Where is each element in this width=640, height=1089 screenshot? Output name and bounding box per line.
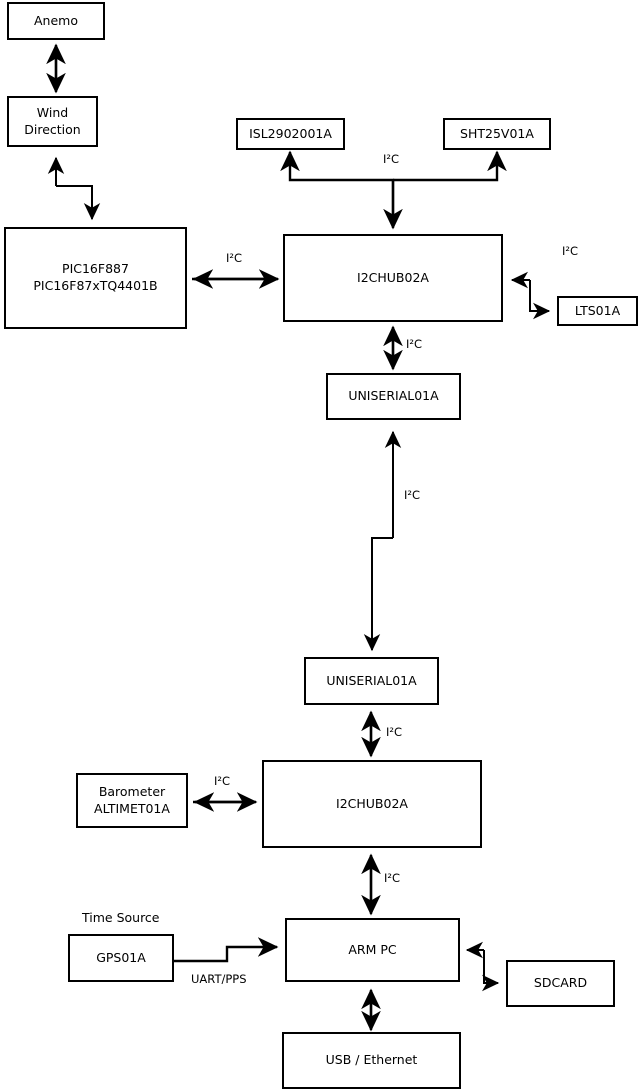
connector-hub-sensors [280,150,507,230]
node-sdcard[interactable]: SDCARD [506,960,615,1007]
node-arm-pc-label: ARM PC [348,941,397,957]
connector-uniserial-link [363,430,402,652]
edge-label-i2c-hub-lts: I²C [562,244,579,258]
edge-label-i2c-pic-hub: I²C [226,251,243,265]
edge-label-i2c-baro-hub2: I²C [214,774,231,788]
node-usb-ethernet-label: USB / Ethernet [325,1052,418,1068]
connector-gps-armpc [173,937,279,963]
node-gps01a[interactable]: GPS01A [68,934,174,982]
node-uniserial01a-top-label: UNISERIAL01A [348,388,439,404]
node-i2chub02a-top[interactable]: I2CHUB02A [283,234,503,322]
node-lts01a[interactable]: LTS01A [557,296,638,326]
connector-hub-lts [510,271,551,320]
node-barometer[interactable]: Barometer ALTIMET01A [76,773,188,828]
edge-label-i2c-hub-sensors: I²C [383,152,400,166]
node-sdcard-label: SDCARD [533,975,588,991]
node-gps01a-label: GPS01A [96,949,146,965]
edge-label-uart-gps-armpc: UART/PPS [191,972,247,986]
node-isl2902001a[interactable]: ISL2902001A [236,118,345,150]
node-lts01a-label: LTS01A [574,302,621,318]
node-uniserial01a-bottom[interactable]: UNISERIAL01A [304,657,439,705]
node-anemo-label: Anemo [34,12,78,28]
edge-label-i2c-hub2-armpc: I²C [384,871,401,885]
connector-wind-pic [47,156,101,221]
node-arm-pc[interactable]: ARM PC [285,918,460,982]
node-isl2902001a-label: ISL2902001A [249,125,332,141]
edge-label-i2c-uniserial-link: I²C [404,488,421,502]
node-pic-mcu-label: PIC16F887 PIC16F87xTQ4401B [33,261,158,293]
node-i2chub02a-bottom-label: I2CHUB02A [336,795,408,811]
node-anemo[interactable]: Anemo [7,2,105,40]
node-i2chub02a-top-label: I2CHUB02A [357,269,429,285]
node-uniserial01a-bottom-label: UNISERIAL01A [326,672,417,688]
node-i2chub02a-bottom[interactable]: I2CHUB02A [262,760,482,848]
node-wind-direction[interactable]: Wind Direction [7,96,98,147]
time-source-label: Time Source [82,910,160,925]
edge-label-i2c-hub-uniserial: I²C [406,337,423,351]
node-wind-direction-label: Wind Direction [24,104,81,137]
node-pic-mcu[interactable]: PIC16F887 PIC16F87xTQ4401B [4,227,187,329]
node-barometer-label: Barometer ALTIMET01A [94,783,170,816]
connector-armpc-sdcard [465,941,500,992]
node-usb-ethernet[interactable]: USB / Ethernet [282,1032,461,1089]
node-sht25v01a[interactable]: SHT25V01A [443,118,551,150]
node-sht25v01a-label: SHT25V01A [460,125,534,141]
edge-label-i2c-uniserial-hub2: I²C [386,725,403,739]
node-uniserial01a-top[interactable]: UNISERIAL01A [326,373,461,420]
